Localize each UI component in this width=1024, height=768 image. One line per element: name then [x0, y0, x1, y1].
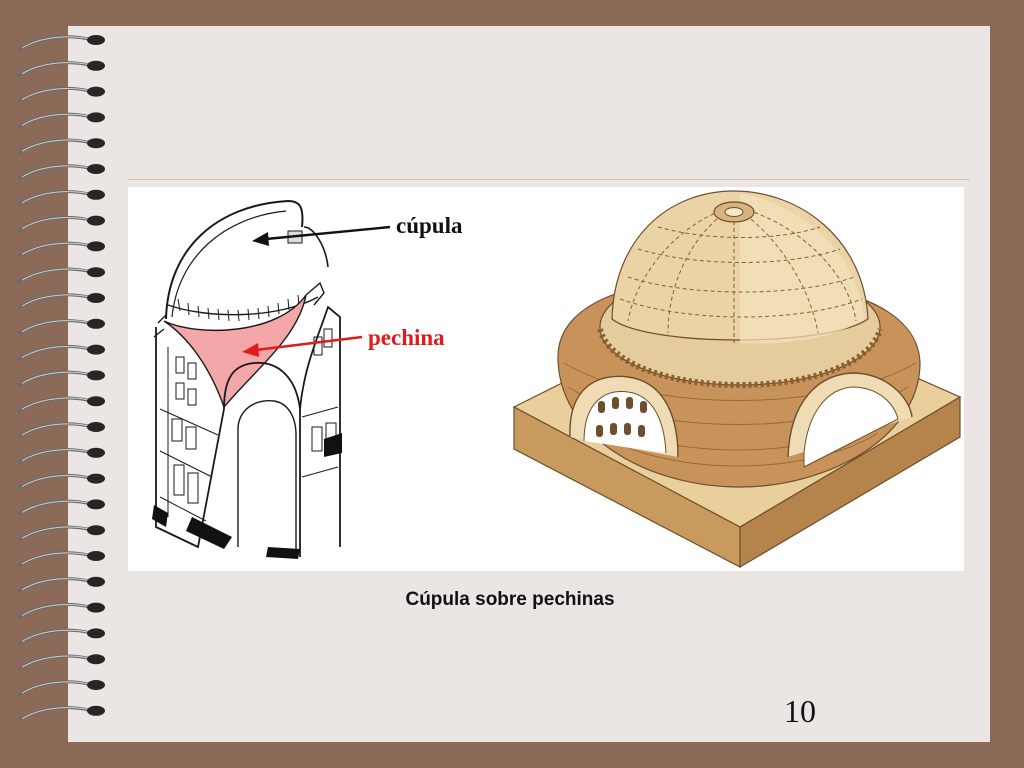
spiral-ring — [17, 654, 105, 671]
spiral-ring — [17, 422, 105, 439]
caption-text: Cúpula sobre pechinas — [405, 589, 615, 610]
pendentive-arrow — [242, 335, 363, 357]
spiral-ring — [17, 705, 105, 723]
dome-illustration: cúpula pechina — [128, 187, 964, 571]
dome-arrow — [252, 225, 391, 246]
pendentive-label: pechina — [368, 325, 445, 350]
spiral-ring — [17, 112, 105, 129]
dome-label: cúpula — [396, 213, 463, 238]
spiral-ring — [17, 680, 105, 697]
spiral-ring — [17, 370, 105, 387]
slide-number: 10 — [784, 693, 816, 729]
spiral-ring — [17, 215, 105, 232]
spiral-ring — [17, 293, 105, 310]
spiral-ring — [17, 344, 105, 361]
spiral-ring — [17, 35, 105, 52]
figure-caption: Cúpula sobre pechinas — [0, 589, 1024, 611]
spiral-ring — [17, 499, 105, 516]
spiral-ring — [17, 473, 105, 490]
spiral-ring — [17, 318, 105, 336]
spiral-ring — [17, 525, 105, 542]
spiral-ring — [17, 86, 105, 103]
spiral-ring — [17, 447, 105, 465]
spiral-ring — [17, 267, 105, 284]
spiral-ring — [17, 576, 105, 594]
spiral-ring — [17, 241, 105, 258]
divider-line — [128, 179, 970, 180]
pendentive-highlight — [163, 294, 307, 409]
isometric-dome-drawing — [512, 190, 962, 569]
section-drawing — [152, 199, 342, 559]
spiral-ring — [17, 551, 105, 568]
spiral-ring — [17, 396, 105, 413]
spiral-ring — [17, 164, 105, 181]
spiral-binding — [17, 35, 105, 723]
spiral-ring — [17, 138, 105, 155]
spiral-ring — [17, 628, 105, 645]
spiral-ring — [17, 60, 105, 78]
spiral-ring — [17, 602, 105, 619]
spiral-ring — [17, 189, 105, 207]
